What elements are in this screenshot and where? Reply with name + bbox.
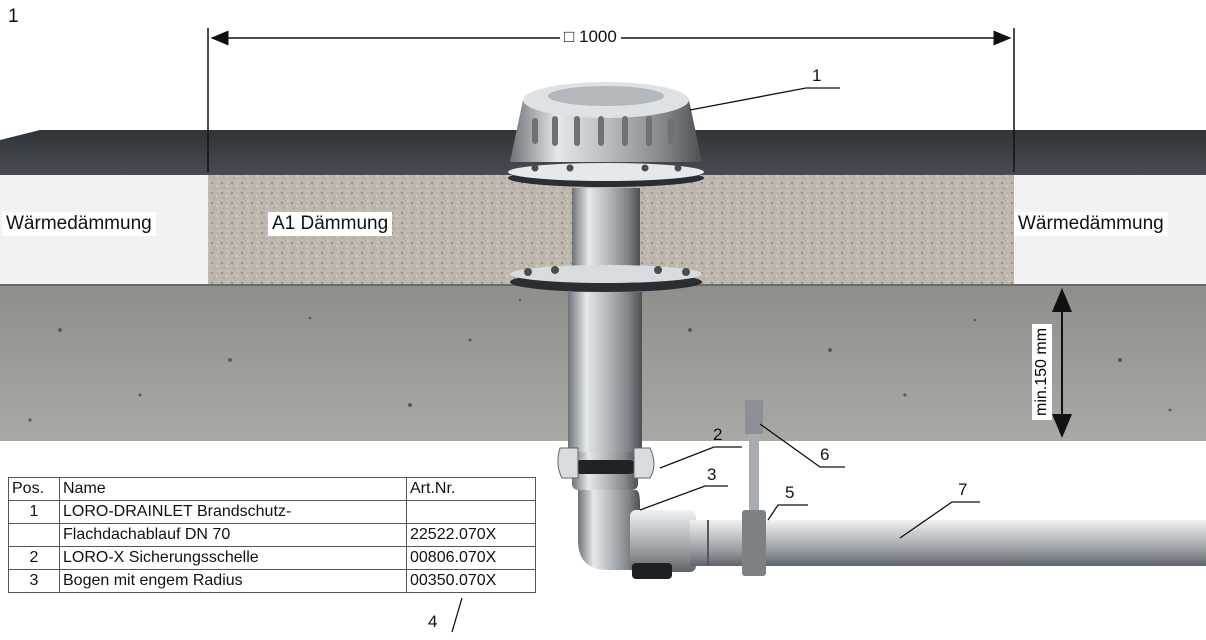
- cell-name: Bogen mit engem Radius: [59, 569, 407, 593]
- table-row: 1 LORO-DRAINLET Brandschutz-: [8, 500, 536, 524]
- callout-1: 1: [812, 66, 822, 85]
- cell-name: LORO-X Sicherungsschelle: [59, 546, 407, 570]
- width-dimension-label: □ 1000: [560, 26, 621, 48]
- callout-4: 4: [428, 612, 438, 631]
- leader-5: [767, 504, 808, 521]
- drain-lower-pipe: [568, 292, 642, 452]
- table-row: 3 Bogen mit engem Radius 00350.070X: [8, 569, 536, 593]
- cell-art-nr: [406, 500, 536, 524]
- figure-number: 1: [8, 6, 19, 27]
- insulation-label-left: Wärmedämmung: [2, 212, 156, 236]
- leader-1: [689, 87, 840, 111]
- table-row: 2 LORO-X Sicherungsschelle 00806.070X: [8, 546, 536, 570]
- a1-insulation-label: A1 Dämmung: [268, 212, 393, 236]
- cell-art-nr: 00806.070X: [406, 546, 536, 570]
- leader-7: [899, 501, 980, 539]
- callout-6: 6: [820, 445, 830, 464]
- sealing-ring: [574, 460, 636, 474]
- cell-pos: [8, 523, 60, 547]
- table-header: Pos. Name Art.Nr.: [8, 477, 536, 501]
- bend: [578, 490, 640, 570]
- callout-5: 5: [785, 483, 795, 502]
- min-thickness-label: min.150 mm: [1032, 323, 1052, 420]
- cell-name: LORO-DRAINLET Brandschutz-: [59, 500, 407, 524]
- cell-name: Flachdachablauf DN 70: [59, 523, 407, 547]
- parts-table: Pos. Name Art.Nr. 1 LORO-DRAINLET Brands…: [8, 477, 536, 593]
- drain-upper-pipe: [572, 188, 640, 276]
- cell-pos: 2: [8, 546, 60, 570]
- horizontal-pipe: [690, 520, 1206, 566]
- threaded-rod: [749, 400, 759, 522]
- coupling: [630, 510, 696, 572]
- header-name: Name: [59, 477, 407, 501]
- leader-2: [659, 446, 742, 469]
- cell-pos: 3: [8, 569, 60, 593]
- leader-4: [451, 597, 463, 633]
- callout-7: 7: [958, 480, 968, 499]
- cell-pos: 1: [8, 500, 60, 524]
- cell-art-nr: 22522.070X: [406, 523, 536, 547]
- header-pos: Pos.: [8, 477, 60, 501]
- concrete-pores: [28, 298, 1172, 422]
- table-row: Flachdachablauf DN 70 22522.070X: [8, 523, 536, 547]
- callout-2: 2: [713, 425, 723, 444]
- pipe-clamp: [742, 510, 766, 576]
- leader-6: [759, 423, 845, 468]
- safety-clamp: [557, 447, 579, 479]
- callout-3: 3: [707, 465, 717, 484]
- leader-3: [639, 485, 728, 511]
- cell-art-nr: 00350.070X: [406, 569, 536, 593]
- insulation-label-right: Wärmedämmung: [1014, 212, 1168, 236]
- header-art-nr: Art.Nr.: [406, 477, 536, 501]
